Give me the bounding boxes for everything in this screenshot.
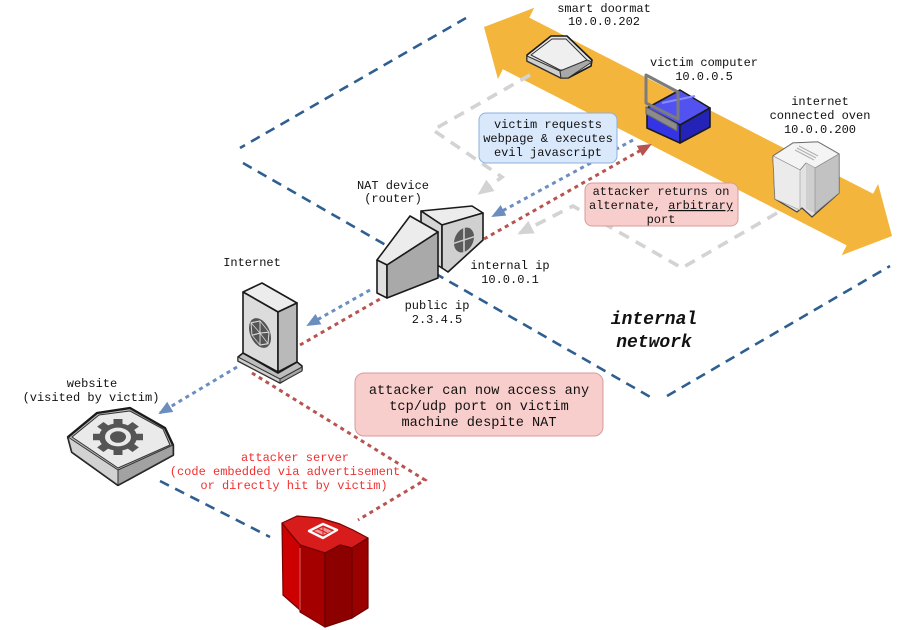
- callout-text: attacker returns on: [593, 185, 730, 199]
- callout-text: attacker can now access any: [369, 384, 589, 399]
- callout-text: alternate, arbitrary: [589, 199, 733, 213]
- callout-text: victim requests: [494, 118, 602, 132]
- doormat-to-router-flow: [429, 73, 531, 195]
- internet-server-icon: [237, 282, 303, 384]
- nat-subtitle: (router): [364, 192, 422, 206]
- internet-to-website-request: [158, 365, 238, 415]
- oven-to-router-flow: [517, 203, 778, 271]
- victim-computer-ip: 10.0.0.5: [675, 70, 733, 84]
- router-to-internet-request: [306, 288, 371, 327]
- callout-text: evil javascript: [494, 146, 602, 160]
- website-subtitle: (visited by victim): [23, 391, 160, 405]
- nat-internal-ip-label: internal ip: [470, 259, 549, 273]
- doormat-ip: 10.0.0.202: [568, 15, 640, 29]
- victim-computer-side: [679, 107, 711, 144]
- result-callout: attacker can now access any tcp/udp port…: [354, 372, 604, 437]
- victim-request-callout: victim requests webpage & executes evil …: [478, 112, 618, 164]
- oven-label: internet: [791, 95, 849, 109]
- attacker-returns-callout: attacker returns on alternate, arbitrary…: [584, 182, 739, 227]
- internet-label: Internet: [223, 256, 281, 270]
- internal-network-boundary: [239, 16, 891, 400]
- attacker-server-note: or directly hit by victim): [200, 479, 387, 493]
- oven-label: connected oven: [770, 109, 871, 123]
- oven-icon: [772, 141, 840, 218]
- attacker-to-internet-attack: [251, 371, 428, 522]
- doormat-label: smart doormat: [557, 2, 651, 16]
- boundary-top-edge: [239, 16, 467, 150]
- smart-doormat-icon: [526, 35, 593, 79]
- nat-router-icon: [376, 205, 484, 299]
- monitor-frame: [644, 73, 680, 121]
- boundary-left-edge: [242, 161, 653, 400]
- callout-text: tcp/udp port on victim: [389, 400, 568, 415]
- nat-label: NAT device: [357, 179, 429, 193]
- oven-vent-icon: [794, 145, 819, 161]
- internal-network-label: network: [616, 333, 692, 353]
- nat-public-ip: 2.3.4.5: [412, 313, 462, 327]
- attacker-server-icon: [281, 515, 369, 628]
- nat-public-ip-label: public ip: [405, 299, 470, 313]
- website-label: website: [67, 377, 117, 391]
- callout-text: port: [647, 213, 676, 227]
- website-attacker-link: [159, 479, 271, 539]
- victim-computer-label: victim computer: [650, 56, 758, 70]
- globe-icon: [249, 318, 271, 348]
- oven-ip: 10.0.0.200: [784, 123, 856, 137]
- attacker-logo-icon: [307, 522, 339, 540]
- victim-computer-icon: [644, 73, 711, 144]
- nat-internal-ip: 10.0.0.1: [481, 273, 539, 287]
- attacker-server-label: attacker server: [241, 451, 349, 465]
- callout-text: webpage & executes: [483, 132, 613, 146]
- attacker-server-note: (code embedded via advertisement: [170, 465, 400, 479]
- callout-emphasis: arbitrary: [668, 199, 733, 213]
- callout-text-prefix: alternate,: [589, 199, 668, 213]
- boundary-bottom-edge: [666, 264, 891, 398]
- website-server-icon: [66, 406, 175, 487]
- callout-text: machine despite NAT: [402, 416, 557, 431]
- router-fan-icon: [454, 227, 474, 253]
- gear-icon: [93, 419, 143, 455]
- internal-network-label: internal: [611, 310, 697, 330]
